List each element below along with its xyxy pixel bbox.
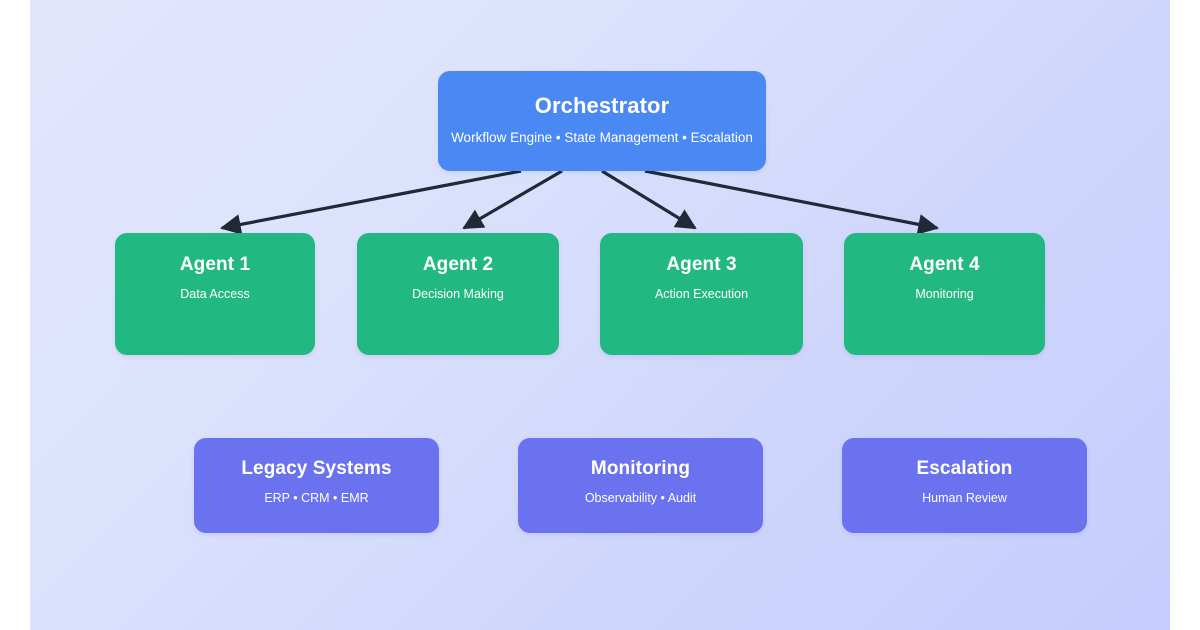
node-agent-3-title: Agent 3	[666, 254, 737, 275]
node-agent-1-title: Agent 1	[179, 254, 251, 275]
node-agent-4-subtitle: Monitoring	[915, 286, 974, 301]
node-escalation[interactable]: Escalation Human Review	[842, 438, 1087, 533]
node-agent-2[interactable]: Agent 2 Decision Making	[357, 233, 559, 355]
node-agent-2-subtitle: Decision Making	[412, 286, 504, 301]
node-agent-4-title: Agent 4	[909, 254, 980, 275]
node-orchestrator-subtitle: Workflow Engine • State Management • Esc…	[451, 130, 753, 146]
node-escalation-subtitle: Human Review	[922, 490, 1007, 505]
node-legacy-systems-title: Legacy Systems	[241, 458, 392, 479]
node-monitoring[interactable]: Monitoring Observability • Audit	[518, 438, 763, 533]
node-agent-4[interactable]: Agent 4 Monitoring	[844, 233, 1045, 355]
node-agent-1[interactable]: Agent 1 Data Access	[115, 233, 315, 355]
node-agent-1-subtitle: Data Access	[180, 286, 250, 301]
node-escalation-title: Escalation	[916, 458, 1013, 479]
node-agent-2-title: Agent 2	[422, 254, 494, 275]
node-orchestrator[interactable]: Orchestrator Workflow Engine • State Man…	[438, 71, 766, 171]
node-agent-3-subtitle: Action Execution	[654, 286, 749, 301]
node-agent-3[interactable]: Agent 3 Action Execution	[600, 233, 803, 355]
node-legacy-systems-subtitle: ERP • CRM • EMR	[264, 490, 369, 505]
node-monitoring-subtitle: Observability • Audit	[584, 490, 697, 505]
node-monitoring-title: Monitoring	[590, 458, 691, 479]
node-orchestrator-title: Orchestrator	[534, 93, 670, 118]
node-legacy-systems[interactable]: Legacy Systems ERP • CRM • EMR	[194, 438, 439, 533]
